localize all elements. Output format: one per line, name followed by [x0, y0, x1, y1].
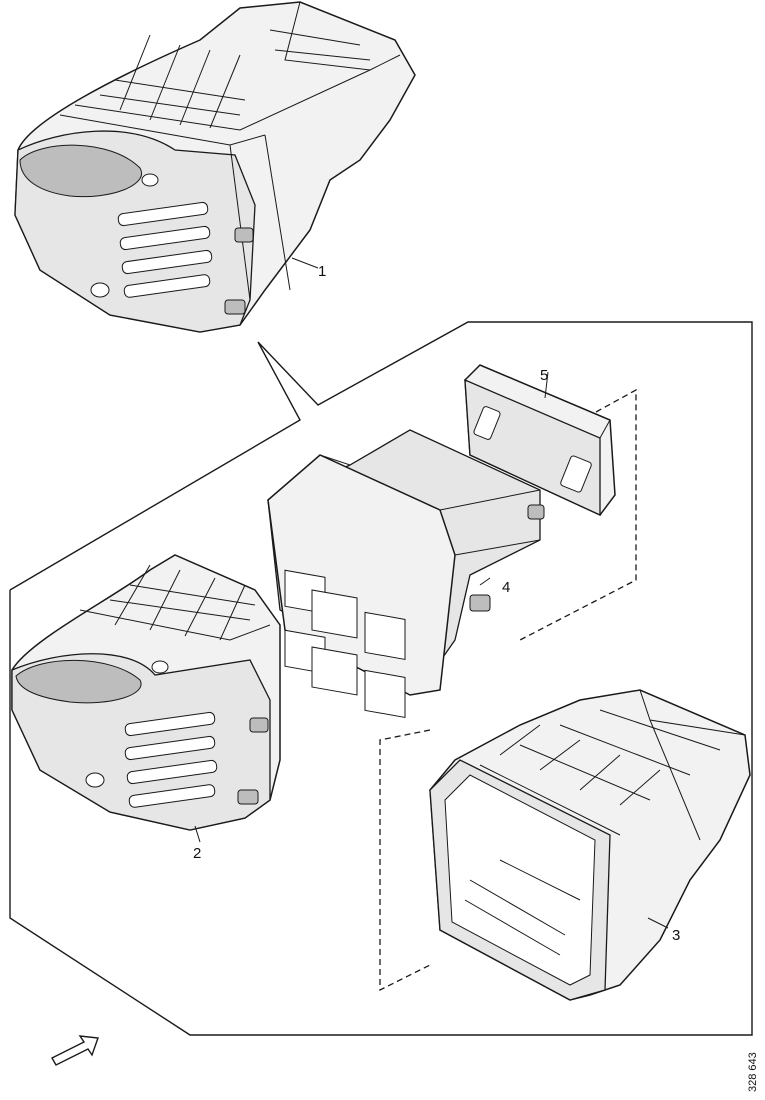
part-1-air-cleaner-assembly — [14, 1, 416, 333]
arrow-right-up-icon — [51, 1035, 99, 1066]
part-2-lower-housing — [11, 554, 281, 843]
callout-2: 2 — [193, 845, 201, 862]
part-5-filter-cover — [464, 364, 616, 517]
callout-3: 3 — [672, 927, 680, 944]
alignment-line-upper-housing — [379, 729, 431, 992]
reference-code: 328 643 — [747, 1052, 759, 1092]
alignment-line-cover — [519, 388, 637, 641]
callout-4: 4 — [502, 579, 510, 596]
callout-5: 5 — [540, 367, 548, 384]
part-3-upper-housing — [429, 689, 751, 1001]
part-4-filter-element — [267, 429, 545, 719]
callout-1: 1 — [318, 263, 326, 280]
exploded-view-frame — [9, 321, 753, 1036]
